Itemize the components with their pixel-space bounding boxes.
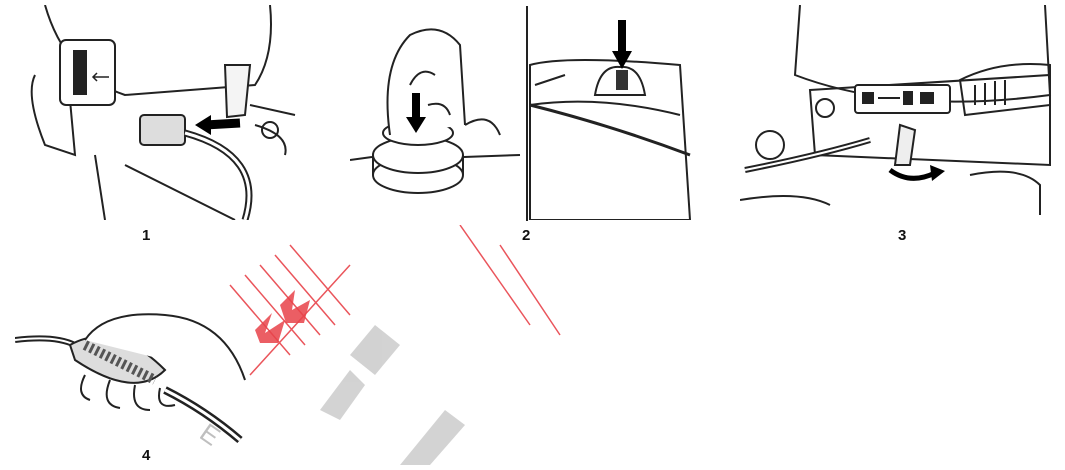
step-number-4: 4 — [142, 447, 150, 464]
step-2-illustration — [350, 5, 700, 220]
hose-connector-outboard-icon — [5, 5, 305, 220]
fuel-tank-cap-vent-icon — [350, 5, 700, 220]
step-number-1: 1 — [142, 227, 150, 244]
step-divider — [526, 6, 528, 221]
watermark-logo-icon: E — [200, 225, 620, 465]
step-3-illustration — [740, 5, 1060, 220]
fuel-selector-lever-icon — [740, 5, 1060, 220]
watermark-logo: E — [200, 225, 620, 465]
step-number-2: 2 — [522, 227, 530, 244]
primer-bulb-hand-icon — [15, 300, 255, 445]
step-4-illustration — [15, 300, 255, 445]
step-1-illustration — [5, 5, 305, 220]
step-number-3: 3 — [898, 227, 906, 244]
